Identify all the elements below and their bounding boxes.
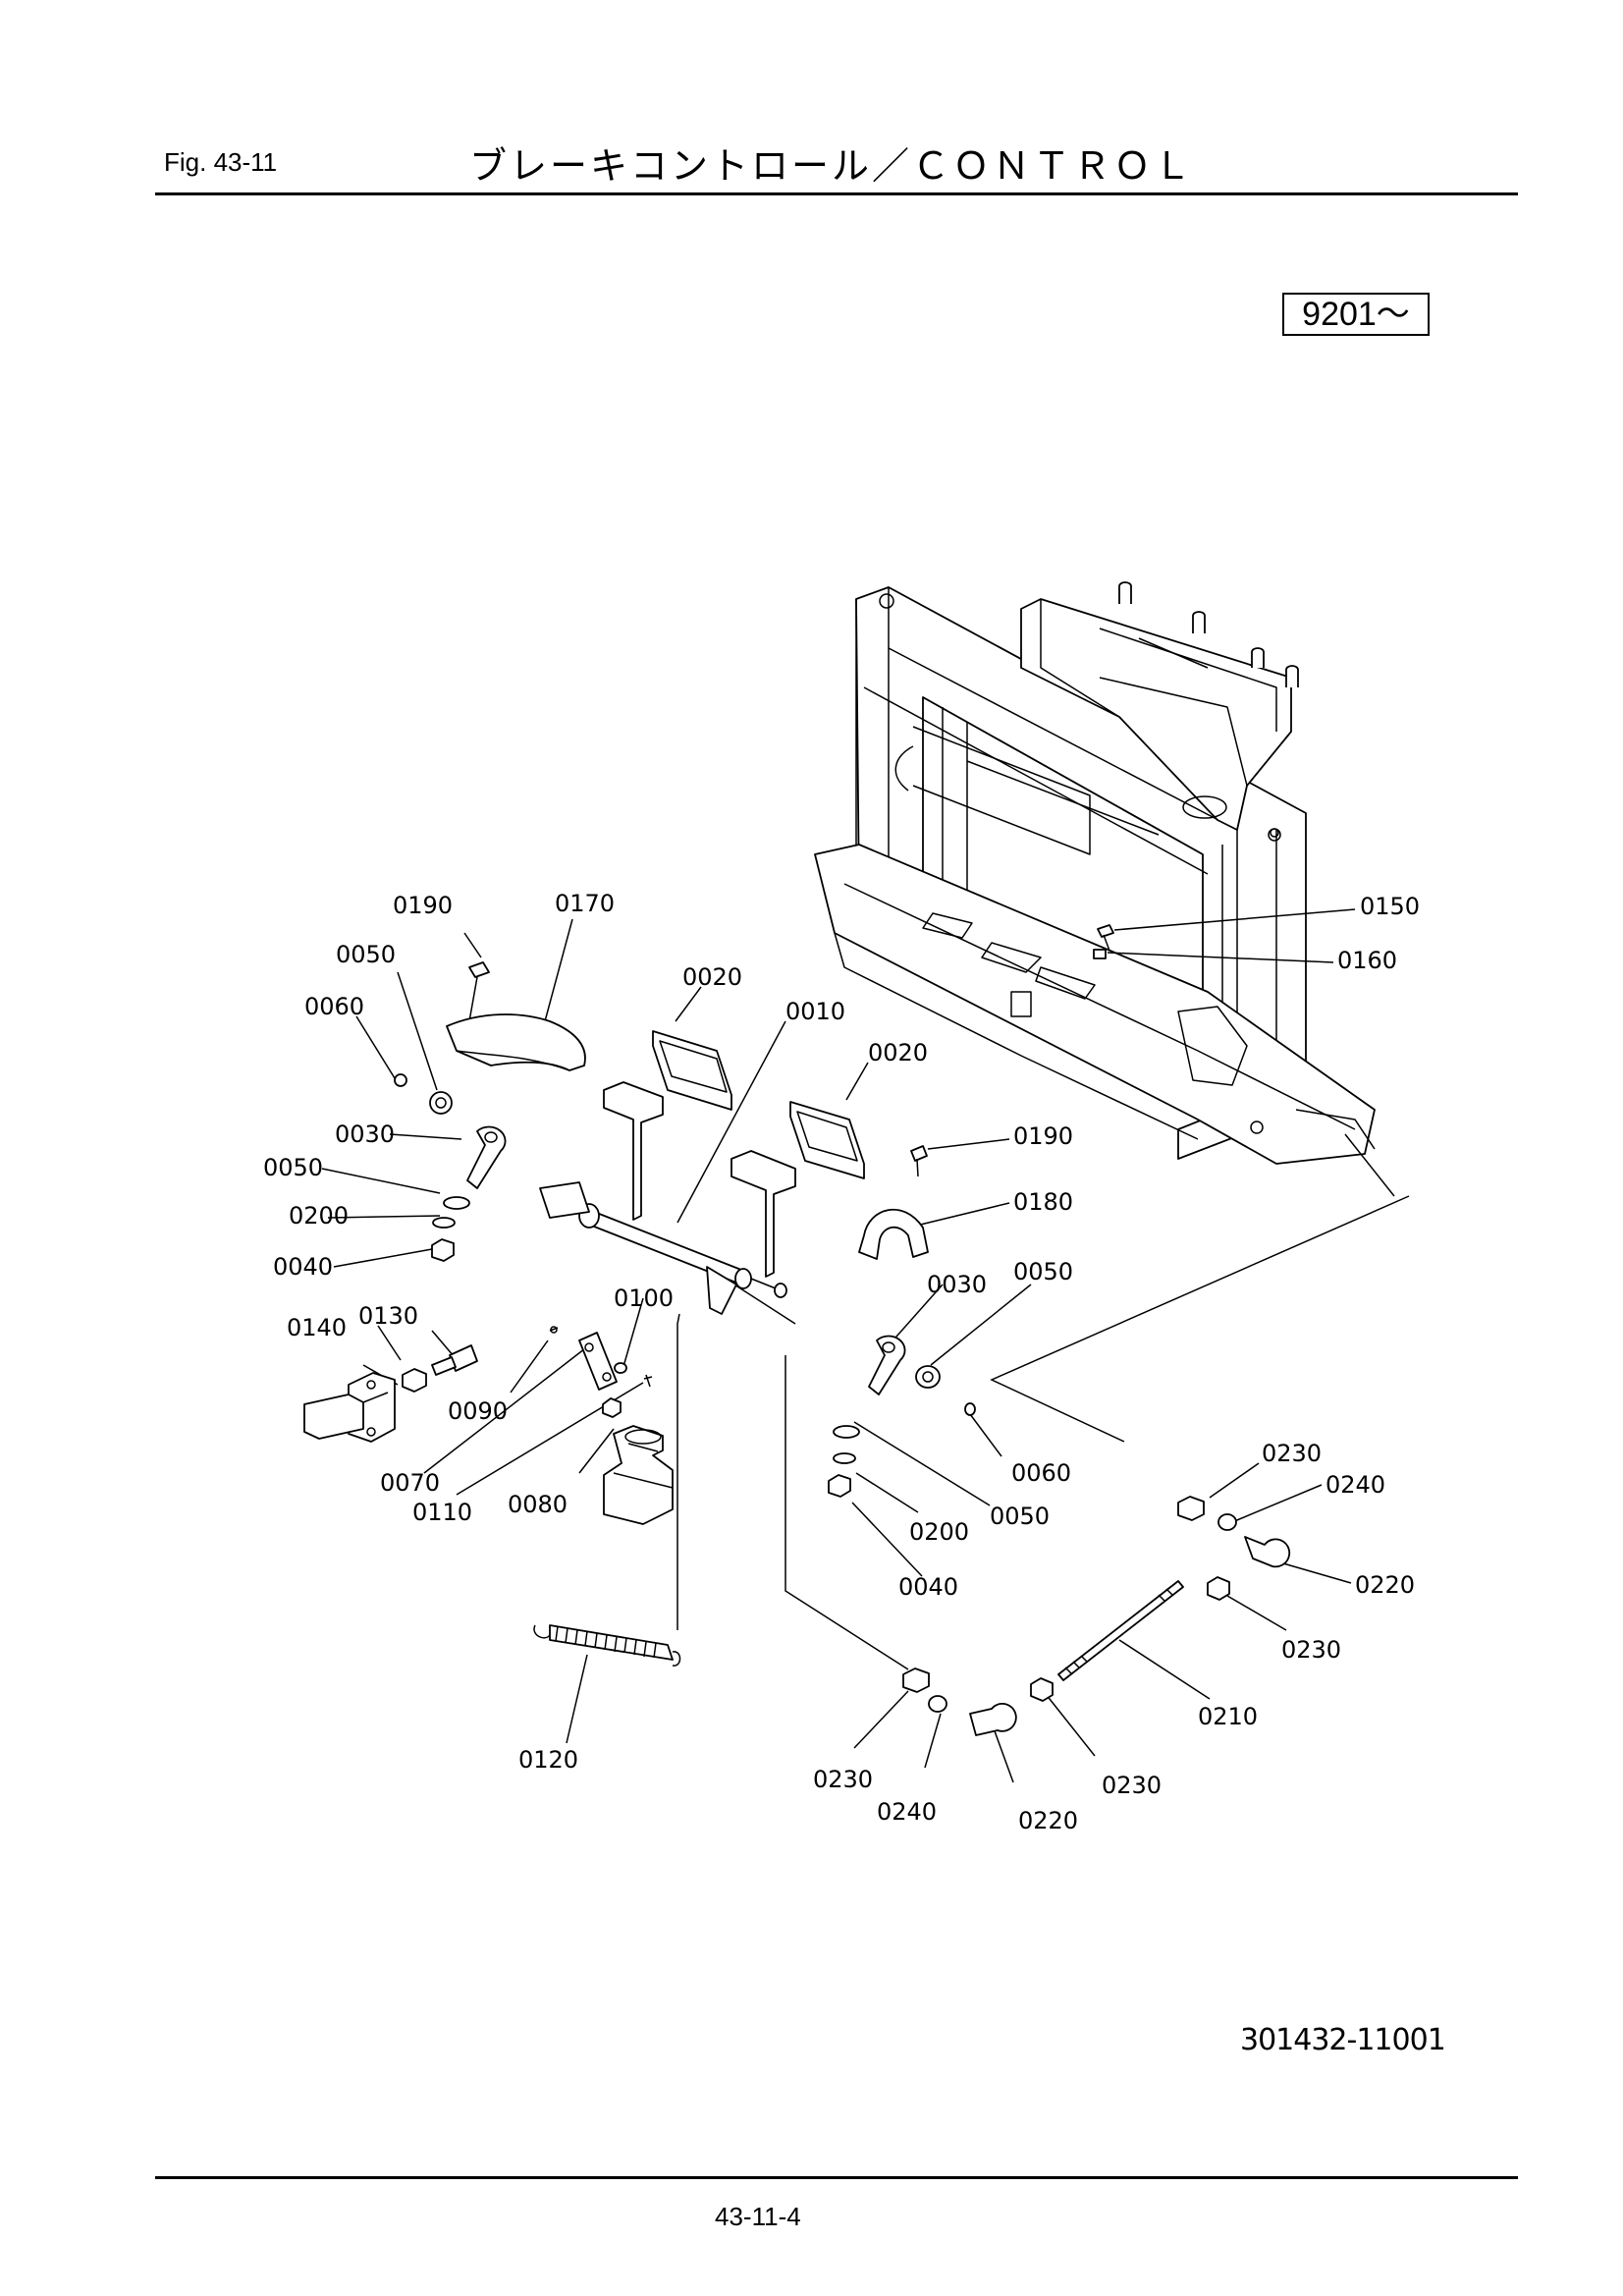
label-0230-d: 0230: [1102, 1772, 1162, 1799]
label-0230-b: 0230: [1281, 1636, 1341, 1664]
nut-0130: [402, 1368, 427, 1393]
label-0010: 0010: [785, 998, 845, 1025]
label-0210: 0210: [1198, 1703, 1258, 1730]
label-0020-b: 0020: [868, 1039, 928, 1066]
label-0170: 0170: [555, 890, 615, 917]
link-0070: [578, 1332, 618, 1391]
label-0240-b: 0240: [877, 1798, 937, 1826]
rod-end-0030-right: [868, 1335, 906, 1395]
label-0150: 0150: [1360, 893, 1420, 920]
label-0030-b: 0030: [927, 1271, 987, 1298]
label-0240-a: 0240: [1325, 1471, 1385, 1499]
nut-0230-d: [902, 1667, 930, 1693]
lock-washer-0200-lower: [833, 1452, 856, 1464]
label-0090: 0090: [448, 1397, 508, 1425]
clip-0060-right: [964, 1402, 976, 1416]
washer-0050-left-b: [443, 1196, 470, 1210]
label-0100: 0100: [614, 1285, 674, 1312]
washer-0100: [614, 1362, 627, 1374]
cover-0170: [446, 1013, 586, 1071]
frame-assembly: [814, 581, 1376, 1165]
footer-rule: [155, 2176, 1518, 2179]
bolt-0190-left: [468, 961, 490, 1022]
label-0160: 0160: [1337, 947, 1397, 974]
figure-number: Fig. 43-11: [164, 147, 278, 177]
nut-0040-lower: [828, 1474, 851, 1498]
nut-0230-c: [1030, 1677, 1054, 1702]
label-0130: 0130: [358, 1302, 418, 1330]
page-number: 43-11-4: [715, 2202, 801, 2231]
label-0230-a: 0230: [1262, 1440, 1322, 1467]
lock-washer-0200-left: [432, 1217, 456, 1229]
label-0050-a: 0050: [336, 941, 396, 968]
pin-0110: [643, 1374, 653, 1388]
label-0220-a: 0220: [1355, 1571, 1415, 1599]
washer-0050-left: [429, 1091, 453, 1115]
nut-0160: [1093, 949, 1107, 959]
label-0190-a: 0190: [393, 892, 453, 919]
bracket-0180: [858, 1208, 929, 1260]
clevis-0220-a: [1244, 1536, 1291, 1568]
label-0040-b: 0040: [898, 1573, 958, 1601]
spring-0120: [533, 1624, 681, 1667]
label-0080: 0080: [508, 1491, 568, 1518]
washer-0050-lower: [833, 1425, 860, 1439]
label-0200-b: 0200: [909, 1518, 969, 1546]
label-0050-d: 0050: [990, 1503, 1050, 1530]
label-0140: 0140: [287, 1314, 347, 1341]
switch-0140: [303, 1372, 396, 1443]
label-0020-a: 0020: [682, 963, 742, 991]
label-0190-b: 0190: [1013, 1122, 1073, 1150]
washer-0240-a: [1217, 1513, 1237, 1531]
label-0230-c: 0230: [813, 1766, 873, 1793]
label-0070: 0070: [380, 1469, 440, 1497]
label-0060-a: 0060: [304, 993, 364, 1020]
label-0180: 0180: [1013, 1188, 1073, 1216]
clevis-0220-b: [969, 1702, 1017, 1736]
clip-0060-left: [394, 1073, 407, 1087]
bolt-0130: [431, 1344, 478, 1376]
label-0120: 0120: [518, 1746, 578, 1774]
pedal-pad-0020-left: [652, 1030, 732, 1111]
pedal-shaft-0010: [539, 1081, 796, 1315]
nut-0230-a: [1177, 1496, 1205, 1521]
nut-0040-left: [431, 1238, 455, 1262]
label-0050-b: 0050: [263, 1154, 323, 1181]
label-0110: 0110: [412, 1499, 472, 1526]
label-0030-a: 0030: [335, 1121, 395, 1148]
header-rule: [155, 192, 1518, 195]
nut-0230-b: [1207, 1576, 1230, 1601]
brake-valve-body: [603, 1425, 674, 1525]
label-0040-a: 0040: [273, 1253, 333, 1281]
bolt-0190-right: [910, 1145, 928, 1177]
bolt-0150: [1097, 924, 1114, 952]
label-0220-b: 0220: [1018, 1807, 1078, 1834]
part-number-labels: 0190 0170 0050 0060 0020 0010 0020 0150 …: [263, 890, 1420, 1834]
pedal-pad-0020-right: [789, 1101, 865, 1179]
washer-0240-b: [928, 1695, 947, 1713]
page-title: ブレーキコントロール／ＣＯＮＴＲＯＬ: [469, 144, 1195, 188]
rod-end-0030-left: [466, 1125, 507, 1189]
washer-0050-right: [915, 1365, 941, 1389]
drawing-number: 301432-11001: [1240, 2023, 1446, 2057]
label-0050-c: 0050: [1013, 1258, 1073, 1285]
serial-range-badge: 9201～: [1282, 293, 1430, 336]
nut-0080: [602, 1397, 622, 1418]
rod-0210: [1057, 1580, 1184, 1681]
label-0200-a: 0200: [289, 1202, 349, 1230]
label-0060-b: 0060: [1011, 1459, 1071, 1487]
